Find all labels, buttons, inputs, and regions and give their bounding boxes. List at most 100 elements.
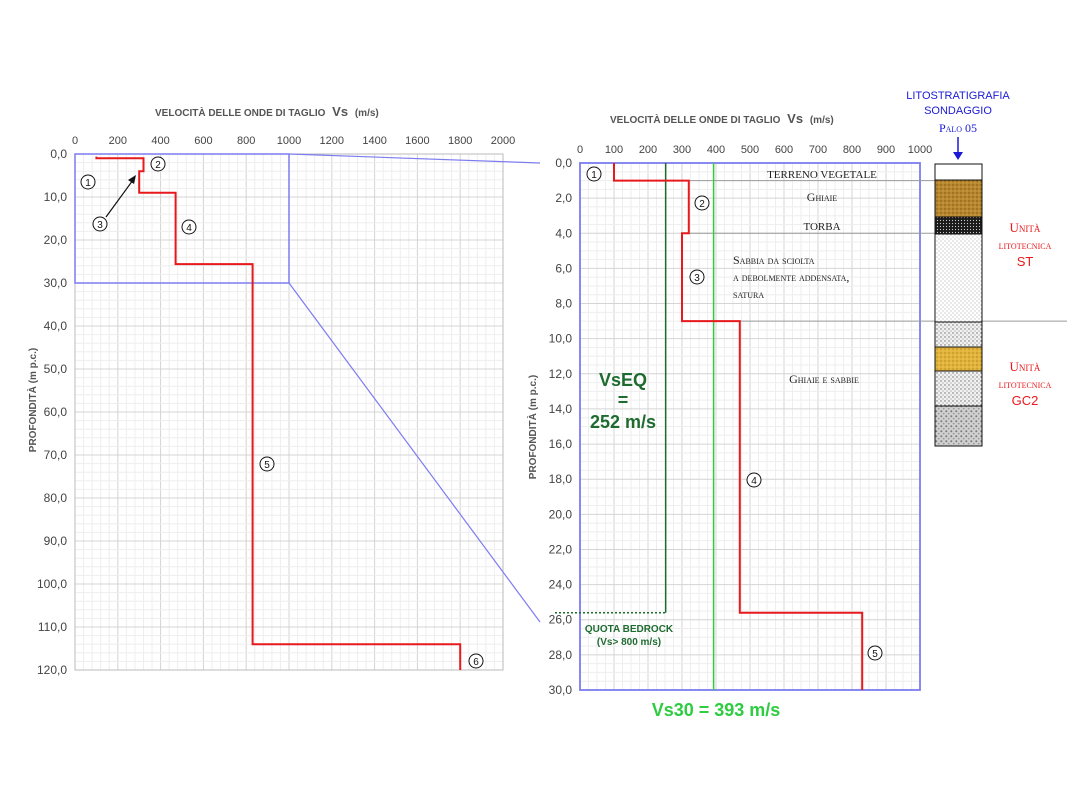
column-layer-sabbia-2 — [934, 321, 983, 348]
left-layer-marker-circle — [92, 216, 108, 232]
left-layer-marker-label: 1 — [85, 178, 91, 189]
left-marker-arrow-head-icon — [128, 175, 136, 184]
stratigraphic-column: LITOSTRATIGRAFIA SONDAGGIO Palo 05 Unità… — [906, 90, 1052, 447]
unit-gc-line2: litotecnica — [999, 377, 1052, 391]
left-x-tick-label: 1600 — [405, 135, 429, 147]
right-layer-marker-label: 3 — [694, 273, 700, 284]
right-y-tick-label: 30,0 — [549, 683, 573, 697]
left-layer-marker-label: 6 — [473, 657, 479, 668]
left-x-tick-label: 1800 — [448, 135, 472, 147]
right-x-tick-label: 300 — [673, 144, 691, 156]
zoom-connector-top — [288, 153, 541, 164]
right-y-tick-label: 16,0 — [549, 437, 573, 451]
right-x-tick-label: 700 — [809, 144, 827, 156]
right-y-tick-label: 8,0 — [555, 297, 572, 311]
unit-gc-line1: Unità — [1010, 359, 1041, 374]
right-y-tick-label: 14,0 — [549, 402, 573, 416]
column-title-line2: SONDAGGIO — [924, 105, 992, 117]
left-y-tick-label: 70,0 — [44, 448, 68, 462]
left-x-tick-label: 1400 — [362, 135, 386, 147]
left-layer-marker-label: 2 — [155, 160, 161, 171]
column-layer-sabbia-gialla — [934, 346, 983, 372]
stratum-label-terreno: TERRENO VEGETALE — [767, 169, 877, 181]
column-layer-terreno — [934, 163, 983, 181]
left-y-tick-label: 80,0 — [44, 491, 68, 505]
left-y-tick-label: 40,0 — [44, 319, 68, 333]
left-grid — [74, 153, 504, 671]
left-x-tick-label: 2000 — [491, 135, 515, 147]
column-layer-torba — [934, 216, 983, 235]
left-layer-marker-circle — [181, 219, 197, 235]
left-y-tick-label: 10,0 — [44, 190, 68, 204]
right-layer-marker-label: 1 — [591, 170, 597, 181]
unit-st-line3: ST — [1017, 254, 1034, 269]
column-title-line3: Palo 05 — [939, 121, 977, 135]
vseq-label-line1: VsEQ — [599, 370, 647, 390]
zoom-connectors — [288, 153, 541, 623]
right-x-axis-title: VELOCITÀ DELLE ONDE DI TAGLIO Vs (m/s) — [610, 111, 834, 126]
stratum-label-torba: TORBA — [803, 221, 840, 233]
left-x-axis-title-vs: Vs — [332, 104, 348, 119]
column-layer-ghiaie — [934, 179, 983, 218]
right-y-tick-label: 10,0 — [549, 332, 573, 346]
stratum-label-sabbia-2: a debolmente addensata, — [733, 270, 849, 284]
left-y-tick-label: 110,0 — [38, 620, 67, 634]
right-reference-lines — [555, 163, 715, 690]
right-y-tick-label: 4,0 — [555, 226, 572, 240]
left-layer-marker-circle — [259, 456, 275, 472]
left-y-axis-title: PROFONDITÀ (m p.c.) — [26, 348, 39, 452]
right-y-tick-label: 28,0 — [549, 648, 573, 662]
right-layer-marker-circle — [746, 472, 762, 488]
left-marker-arrow-line — [105, 179, 134, 218]
right-layer-marker-circle — [689, 269, 705, 285]
right-x-tick-label: 500 — [741, 144, 759, 156]
left-x-tick-label: 1200 — [320, 135, 344, 147]
left-layer-marker-label: 5 — [264, 460, 270, 471]
left-y-tick-label: 0,0 — [50, 147, 67, 161]
right-layer-marker-label: 4 — [751, 476, 757, 487]
stratum-label-sabbia-3: satura — [733, 287, 764, 301]
stratum-label-ghiaie-sabbie: Ghiaie e sabbie — [789, 372, 859, 386]
left-y-tick-label: 30,0 — [44, 276, 68, 290]
vs30-label: Vs30 = 393 m/s — [652, 700, 781, 720]
left-vs-profile-line — [95, 156, 462, 670]
bedrock-label-line2: (Vs> 800 m/s) — [597, 637, 661, 648]
left-y-tick-label: 20,0 — [44, 233, 68, 247]
right-plot-frame — [579, 162, 921, 691]
bedrock-label-line1: QUOTA BEDROCK — [585, 624, 674, 635]
unit-st-line2: litotecnica — [999, 238, 1052, 252]
stratum-label-sabbia-1: Sabbia da sciolta — [733, 253, 815, 267]
left-y-tick-label: 50,0 — [44, 362, 68, 376]
right-y-tick-label: 22,0 — [549, 542, 573, 556]
right-x-tick-label: 400 — [707, 144, 725, 156]
right-y-tick-label: 24,0 — [549, 578, 573, 592]
right-x-axis-title-text: VELOCITÀ DELLE ONDE DI TAGLIO — [610, 113, 781, 126]
vseq-label-line2: = — [618, 390, 629, 410]
right-y-ticks: 0,02,04,06,08,010,012,014,016,018,020,02… — [549, 156, 573, 697]
stratum-label-ghiaie: Ghiaie — [807, 190, 838, 204]
vseq-label-line3: 252 m/s — [590, 412, 656, 432]
column-layer-ghiaia-sabbia — [934, 370, 983, 407]
right-y-tick-label: 12,0 — [549, 367, 573, 381]
right-layer-marker-circle — [694, 195, 710, 211]
right-y-tick-label: 6,0 — [555, 261, 572, 275]
left-y-tick-label: 120,0 — [37, 663, 67, 677]
right-x-axis-title-vs: Vs — [787, 111, 803, 126]
right-x-tick-label: 900 — [877, 144, 895, 156]
right-x-tick-label: 800 — [843, 144, 861, 156]
left-layer-marker-circle — [150, 156, 166, 172]
left-x-tick-label: 200 — [109, 135, 127, 147]
right-layer-marker-circle — [867, 645, 883, 661]
right-layer-marker-label: 2 — [699, 199, 705, 210]
left-series — [95, 156, 462, 670]
left-x-axis-title-text: VELOCITÀ DELLE ONDE DI TAGLIO — [155, 106, 326, 119]
left-zoom-box — [74, 153, 290, 284]
left-layer-marker-circle — [80, 174, 96, 190]
zoom-connector-bottom — [288, 282, 541, 623]
